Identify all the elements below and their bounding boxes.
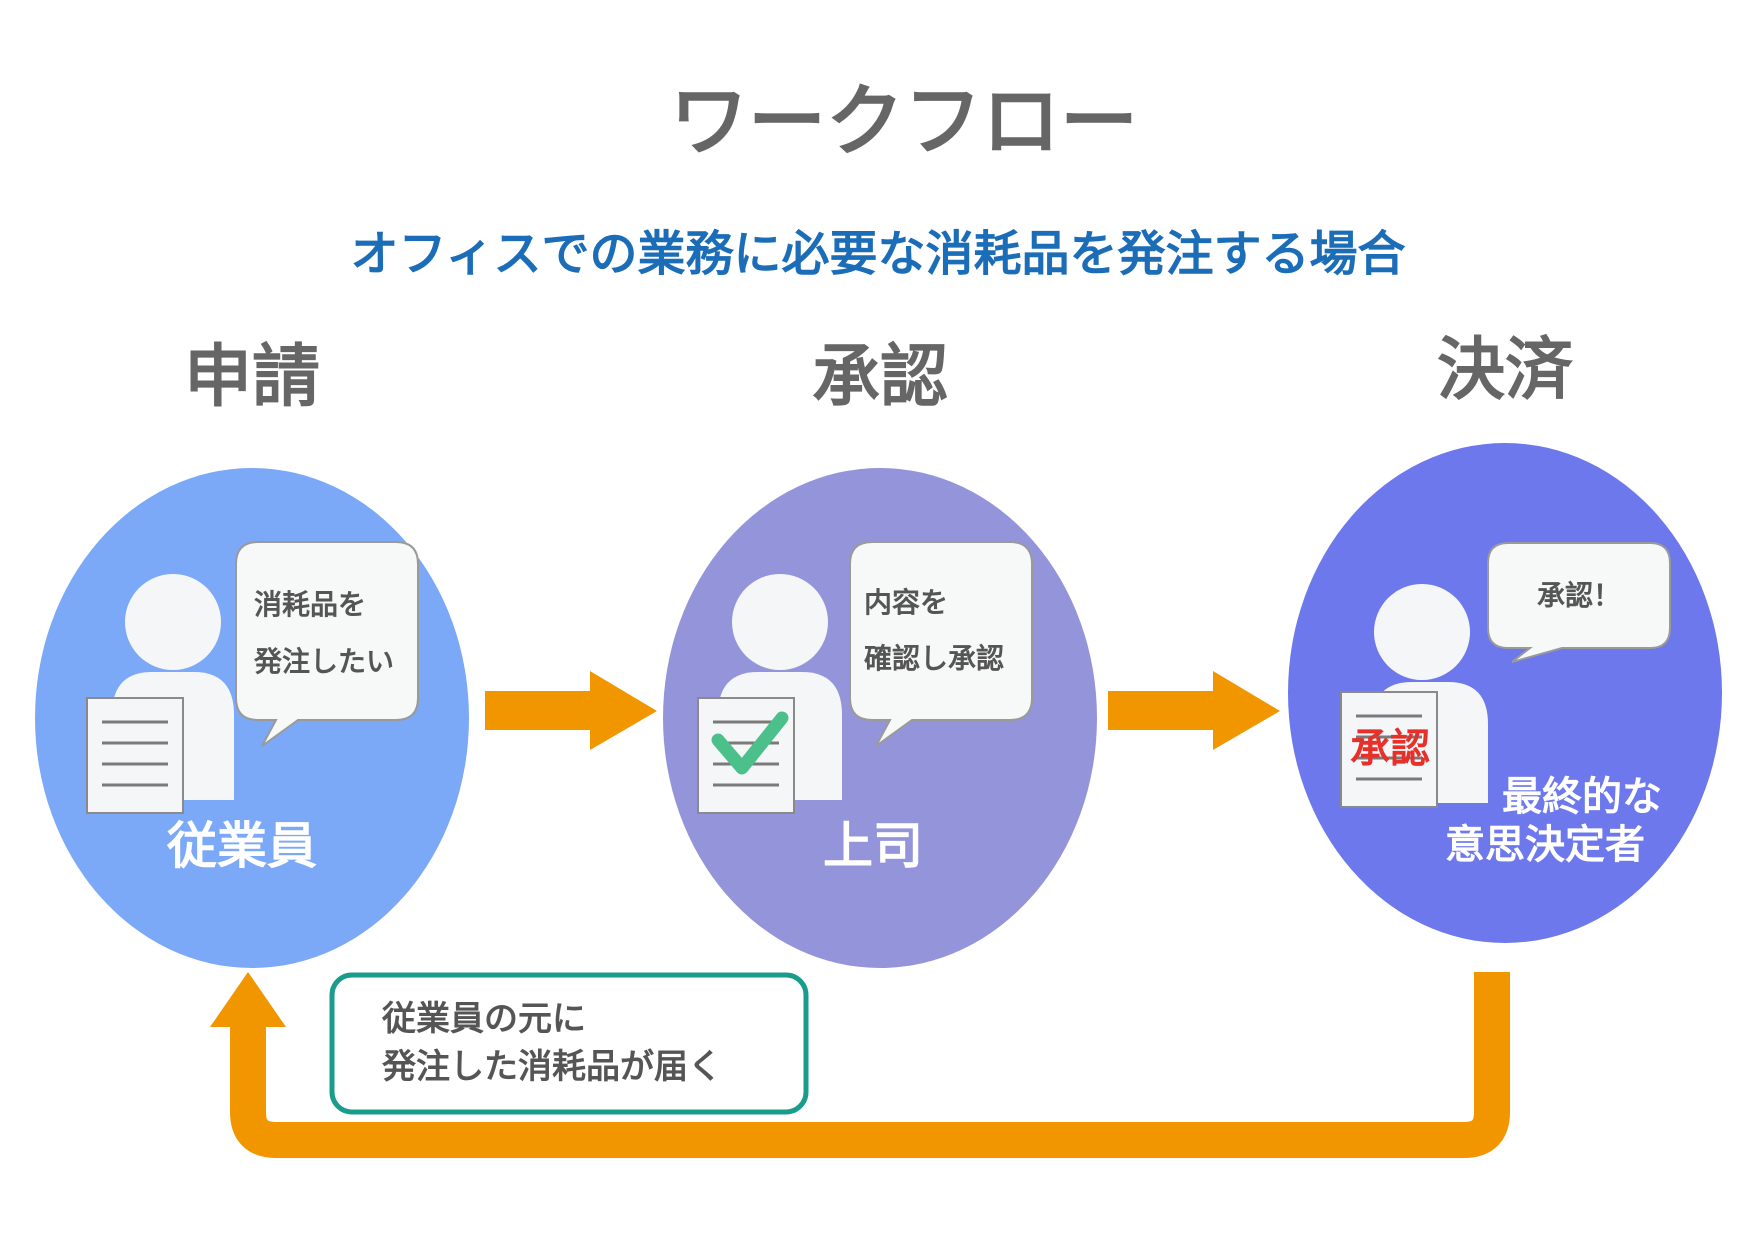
speech-bubble-line-2: 発注したい <box>253 645 394 678</box>
stage-employee: 消耗品を 発注したい 従業員 <box>35 468 469 968</box>
stage-heading-apply: 申請 <box>184 338 320 417</box>
return-note-line-1: 従業員の元に <box>381 999 586 1039</box>
speech-bubble-line-1: 消耗品を <box>254 588 366 621</box>
return-arrow-head <box>210 972 286 1027</box>
role-label-decision-maker-line-2: 意思決定者 <box>1445 822 1645 868</box>
speech-bubble-line-2: 確認し承認 <box>864 642 1004 675</box>
check-icon <box>711 711 789 775</box>
return-arrow-line <box>230 972 1510 1158</box>
flow-arrow-1 <box>485 671 657 750</box>
speech-bubble: 承認！ <box>1487 542 1671 663</box>
stage-supervisor: 内容を 確認し承認 上司 <box>663 468 1097 968</box>
role-label-decision-maker-line-1: 最終的な <box>1502 774 1662 820</box>
document-icon <box>86 697 184 814</box>
return-note-line-2: 発注した消耗品が届く <box>382 1047 722 1087</box>
speech-bubble: 消耗品を 発注したい <box>235 541 419 747</box>
speech-bubble: 内容を 確認し承認 <box>849 541 1033 747</box>
page-title: ワークフロー <box>670 77 1138 167</box>
speech-bubble-line-1: 承認！ <box>1537 579 1621 612</box>
document-icon <box>1340 691 1438 808</box>
page-subtitle: オフィスでの業務に必要な消耗品を発注する場合 <box>350 226 1405 282</box>
speech-bubble-line-1: 内容を <box>864 586 948 619</box>
role-label-supervisor: 上司 <box>823 817 923 875</box>
flow-arrow-2 <box>1108 671 1280 750</box>
role-label-employee: 従業員 <box>166 817 317 875</box>
stage-decision-maker: 承認 承認！ 最終的な 意思決定者 <box>1288 443 1722 943</box>
return-note: 従業員の元に 発注した消耗品が届く <box>329 972 809 1115</box>
stage-heading-approve: 承認 <box>812 338 948 417</box>
stage-heading-settle: 決済 <box>1437 331 1574 410</box>
approval-stamp: 承認 <box>1350 726 1430 772</box>
